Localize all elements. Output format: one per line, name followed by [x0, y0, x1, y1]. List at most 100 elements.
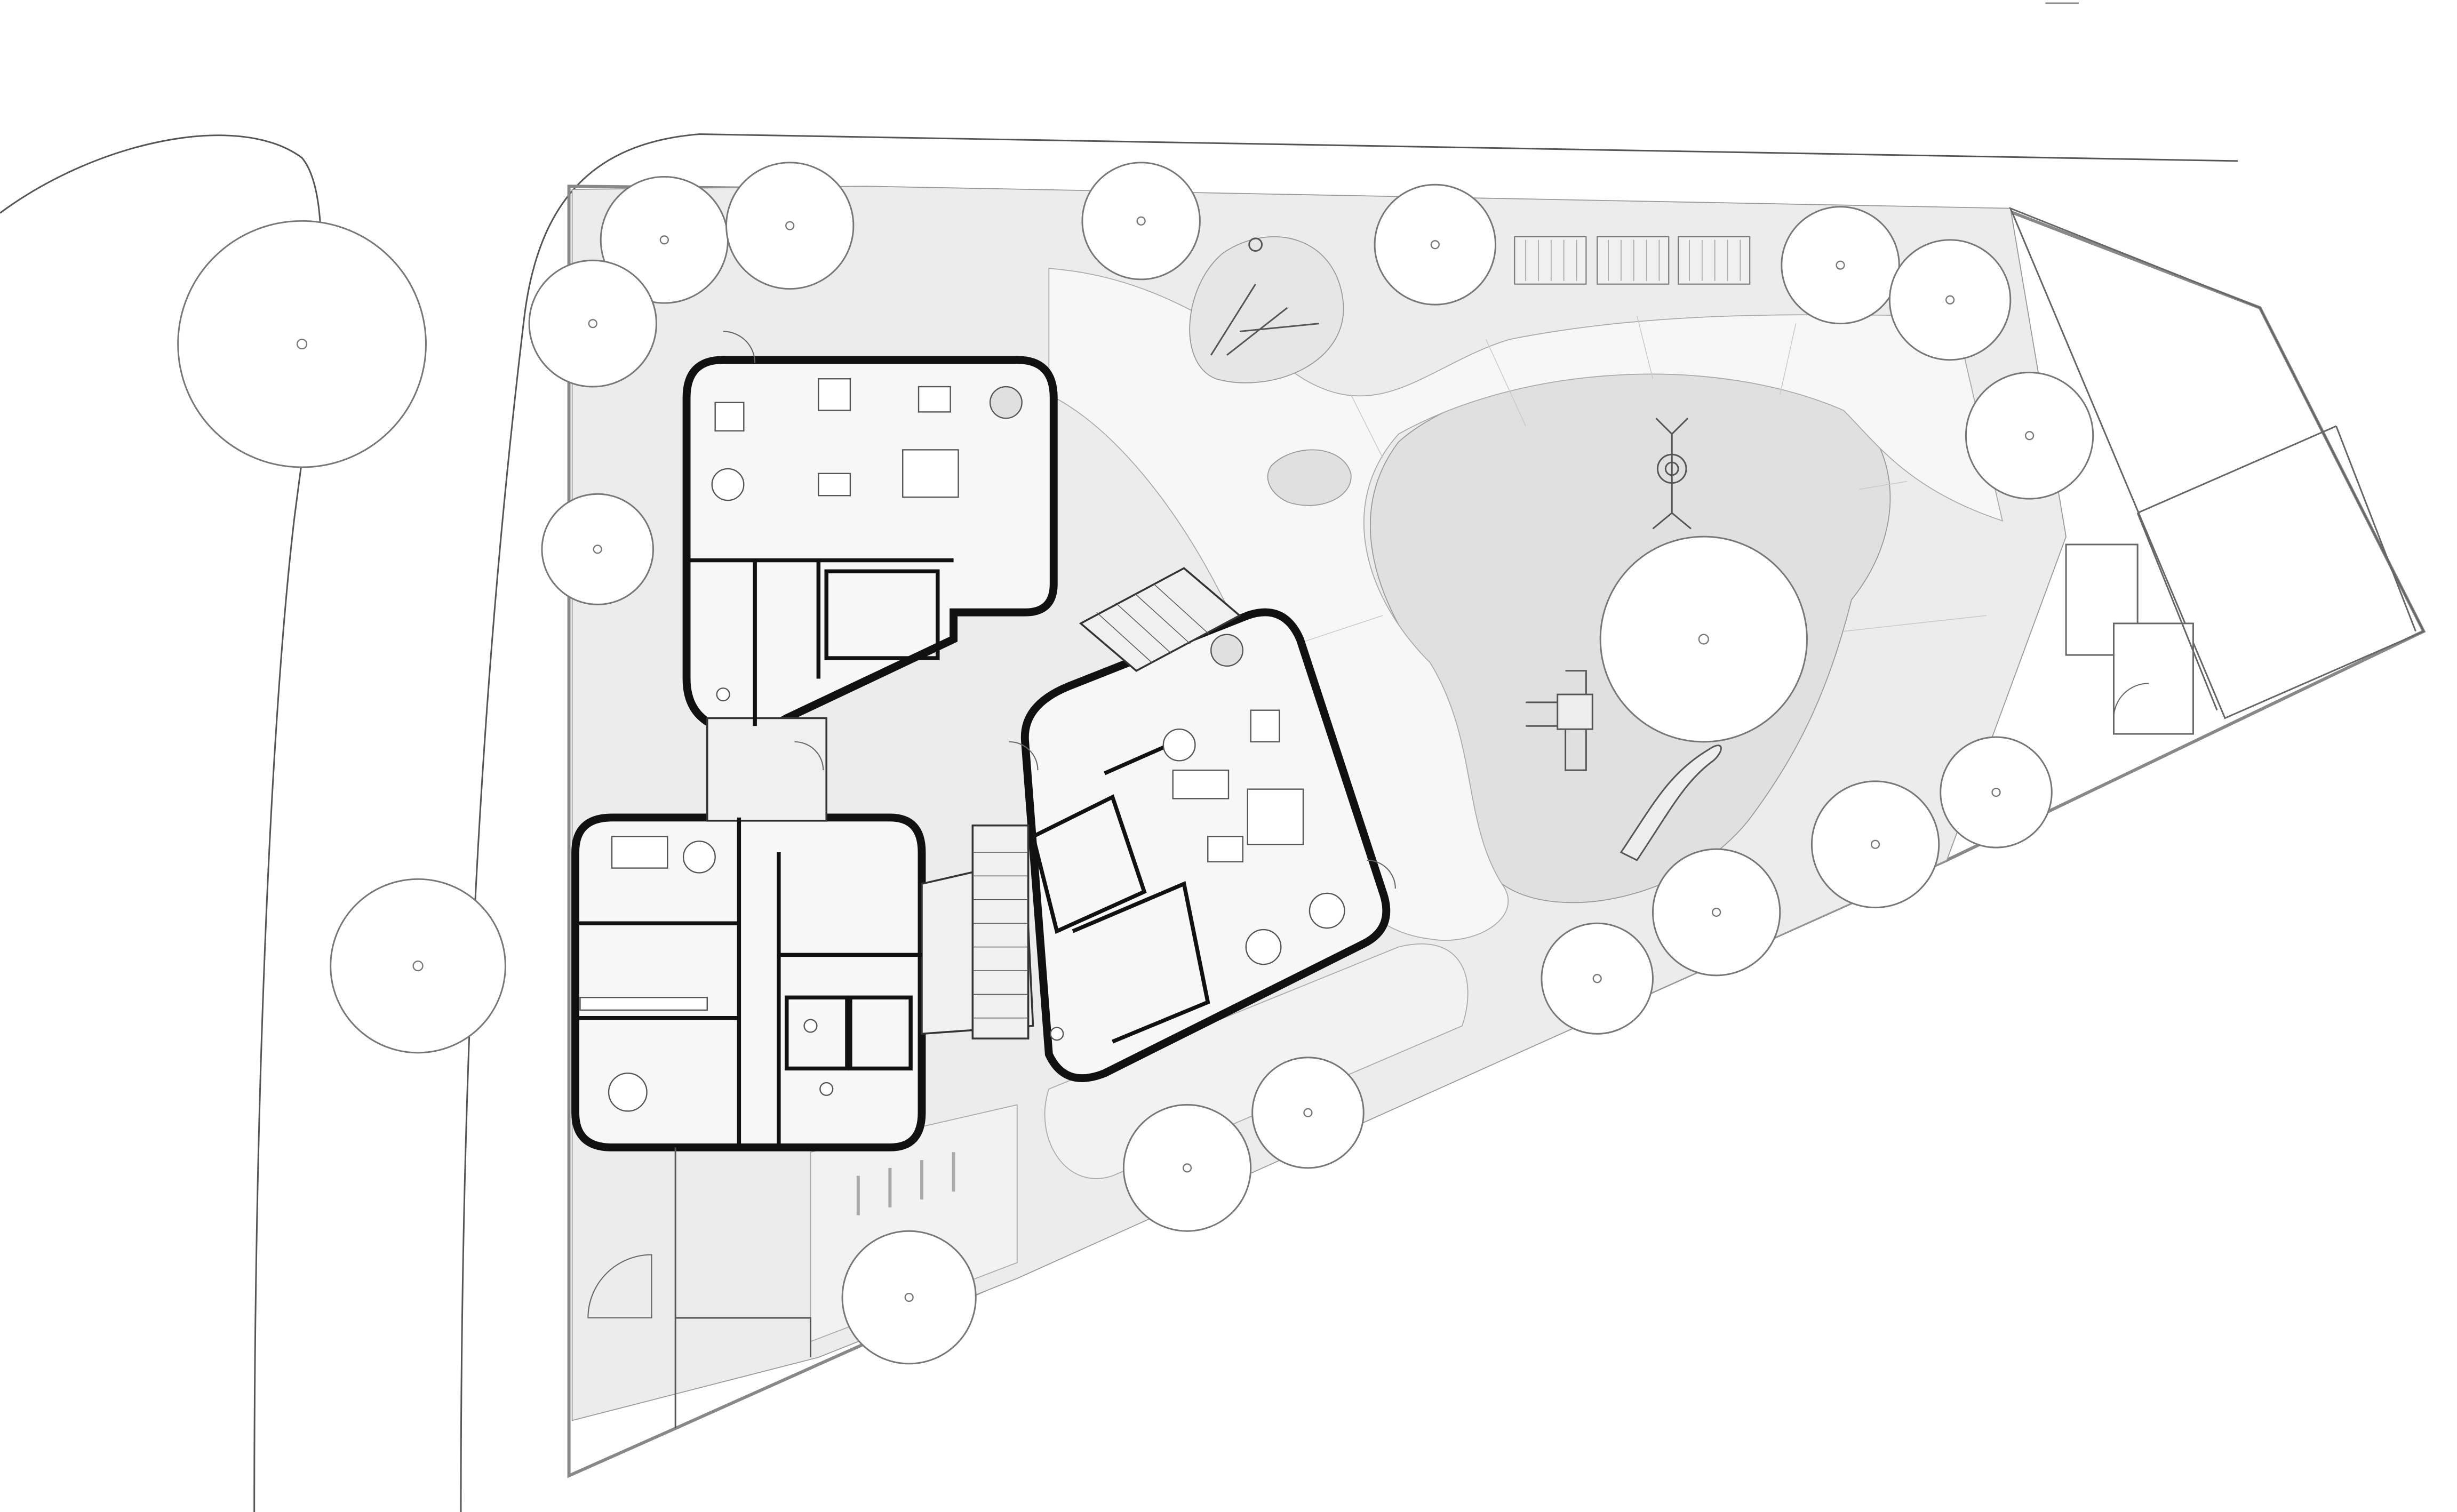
tree-canopy-icon [1122, 1104, 1252, 1232]
table-with-chairs-icon [1247, 788, 1304, 845]
toilet-icon [819, 1082, 834, 1096]
building-southwest-outline [571, 813, 926, 1151]
tree-canopy-icon [841, 1230, 977, 1365]
parking-bay [2112, 622, 2194, 735]
sofa-icon [1172, 769, 1230, 799]
table-with-chairs-icon [818, 473, 851, 497]
tree-trunk [412, 961, 424, 972]
tree-trunk [1303, 1108, 1313, 1117]
joint-line [1859, 481, 1908, 490]
sandpit-tools-icon [1210, 283, 1319, 356]
swing-frame-icon [1652, 418, 1692, 530]
parking-lot-right [2009, 206, 2425, 735]
tree-canopy-icon [1541, 922, 1654, 1035]
joint-line [1350, 394, 1383, 458]
tree-canopy-icon [177, 220, 427, 468]
tree-trunk [1430, 240, 1440, 250]
bike-rack-stripes [1525, 239, 1741, 281]
parking-bay [2065, 543, 2139, 656]
play-mat-icon [989, 386, 1023, 419]
ramp-east [1079, 567, 1241, 672]
tread [1134, 593, 1191, 644]
slide-icon [1620, 745, 1722, 861]
toilet-icon [716, 687, 730, 702]
toilet-icon [1050, 1027, 1064, 1041]
door-arc [723, 331, 756, 363]
door-arc [2113, 683, 2149, 718]
tree-trunk [593, 545, 602, 554]
tree-canopy-icon [330, 878, 506, 1054]
tree-trunk [1592, 974, 1602, 983]
connectors [706, 567, 1241, 1039]
sofa-icon [902, 449, 959, 498]
playground [1210, 237, 1722, 861]
tree-canopy-icon [541, 493, 654, 605]
table-with-chairs-icon [1207, 836, 1244, 862]
play-structure-icon [1557, 693, 1593, 730]
stair-core-north [824, 569, 940, 660]
tree-canopy-icon [528, 259, 657, 388]
road-curve-inner [460, 133, 2238, 1512]
parking-divider [2137, 425, 2337, 514]
wc-block [785, 995, 849, 1071]
joint-line [1780, 323, 1797, 395]
tree-canopy-icon [1888, 239, 2012, 361]
tree-trunk [1836, 260, 1845, 270]
toilet-icon [803, 1019, 818, 1033]
lift-core [848, 995, 913, 1071]
parking-stripes [856, 1152, 955, 1215]
entrance-stair [971, 824, 1030, 1039]
tree-trunk [1182, 1163, 1192, 1173]
parking-divider [2335, 426, 2416, 632]
door-arc [1009, 741, 1039, 771]
joint-line [1485, 339, 1526, 427]
spinner-icon [1664, 461, 1679, 476]
tree-trunk [1136, 216, 1146, 226]
table-with-chairs-icon [1309, 892, 1345, 929]
parking-boundary [2009, 206, 2425, 719]
lower-yard [674, 1147, 811, 1429]
table-with-chairs-icon [714, 402, 745, 432]
tread [1153, 583, 1210, 635]
buildings [571, 356, 1391, 1151]
tree-canopy-icon [725, 162, 855, 290]
parking-divider [2136, 513, 2218, 711]
bike-rack-icon [1678, 236, 1751, 285]
tree-canopy-icon [1251, 1057, 1365, 1169]
joint-line [1843, 615, 1987, 632]
table-with-chairs-icon [608, 1073, 648, 1112]
stair-treads [972, 583, 1210, 1019]
tread [1096, 612, 1153, 663]
bike-rack-icon [1514, 236, 1587, 285]
tree-canopy-icon [1652, 848, 1781, 977]
link-corridor-north [706, 717, 828, 822]
table-with-chairs-icon [711, 468, 745, 501]
tree-trunk [1991, 787, 2001, 797]
interior-walls [575, 558, 1210, 1148]
tree-trunk [785, 221, 795, 230]
furniture [579, 378, 1345, 1112]
table-with-chairs-icon [918, 386, 951, 413]
tree-canopy-icon [1965, 371, 2094, 500]
tree-canopy-icon [1781, 206, 1900, 325]
sandpit [1189, 236, 1344, 383]
tree-canopy-icon [1810, 780, 1940, 909]
bike-rack-icon [1597, 236, 1670, 285]
tree-canopy-icon [1599, 535, 1808, 743]
table-with-chairs-icon [818, 378, 851, 411]
tree-trunk [659, 235, 669, 245]
building-east-outline [1020, 608, 1391, 1082]
tree-canopy-icon [1374, 183, 1497, 306]
partition [1031, 794, 1147, 934]
tree-trunk [1870, 839, 1880, 849]
small-mound [1267, 449, 1352, 506]
door-swings [587, 331, 2149, 1319]
tree-trunk [1712, 907, 1721, 917]
tree-trunk [904, 1292, 914, 1302]
play-structure-icon [1526, 670, 1587, 771]
yard-fence [675, 1317, 811, 1357]
kitchen-counter-icon [579, 997, 708, 1011]
tree-trunk [588, 319, 597, 329]
bike-racks [1514, 236, 1751, 285]
